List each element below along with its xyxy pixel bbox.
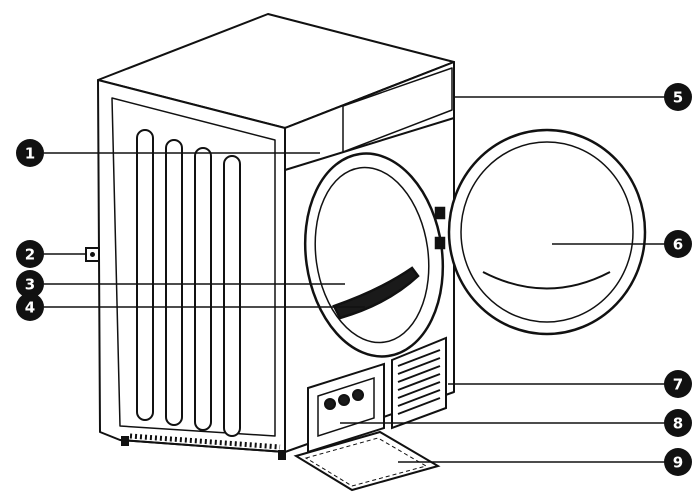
door [434,128,647,336]
callout-9-number: 9 [673,454,683,472]
callout-9: 9 [664,448,692,476]
callout-5: 5 [664,83,692,111]
condenser-knob-3 [352,389,364,401]
hinge-lower [434,236,446,250]
condenser-knob-1 [324,398,336,410]
base-vent [129,433,281,450]
foot-left [121,436,129,446]
condenser [307,362,385,454]
power-button-dot [90,252,95,257]
display-recess [342,67,453,153]
callout-1: 1 [16,139,44,167]
base-edge [119,439,286,453]
door-seal [482,271,611,290]
air-vent [391,336,447,430]
side-rib-4 [223,155,241,437]
hinge-upper [434,206,446,220]
foot-right [278,450,286,460]
callout-2: 2 [16,240,44,268]
drum-opening [303,152,445,358]
callout-7-number: 7 [673,376,683,394]
callout-4-number: 4 [25,299,35,317]
callout-5-number: 5 [673,89,683,107]
callout-6: 6 [664,230,692,258]
callout-8: 8 [664,409,692,437]
side-rib-2 [165,139,183,426]
door-glass [460,141,634,323]
callout-3: 3 [16,270,44,298]
callout-4: 4 [16,293,44,321]
callout-8-number: 8 [673,415,683,433]
leader-lines [44,96,665,463]
condenser-flap [293,430,441,492]
condenser-knob-2 [338,394,350,406]
callout-3-number: 3 [25,276,35,294]
drum-lifter [332,266,420,320]
callout-7: 7 [664,370,692,398]
side-rib-3 [194,147,212,431]
callout-6-number: 6 [673,236,683,254]
callout-2-number: 2 [25,246,35,264]
drum [314,166,430,344]
side-rib-1 [136,129,154,421]
callout-1-number: 1 [25,145,35,163]
